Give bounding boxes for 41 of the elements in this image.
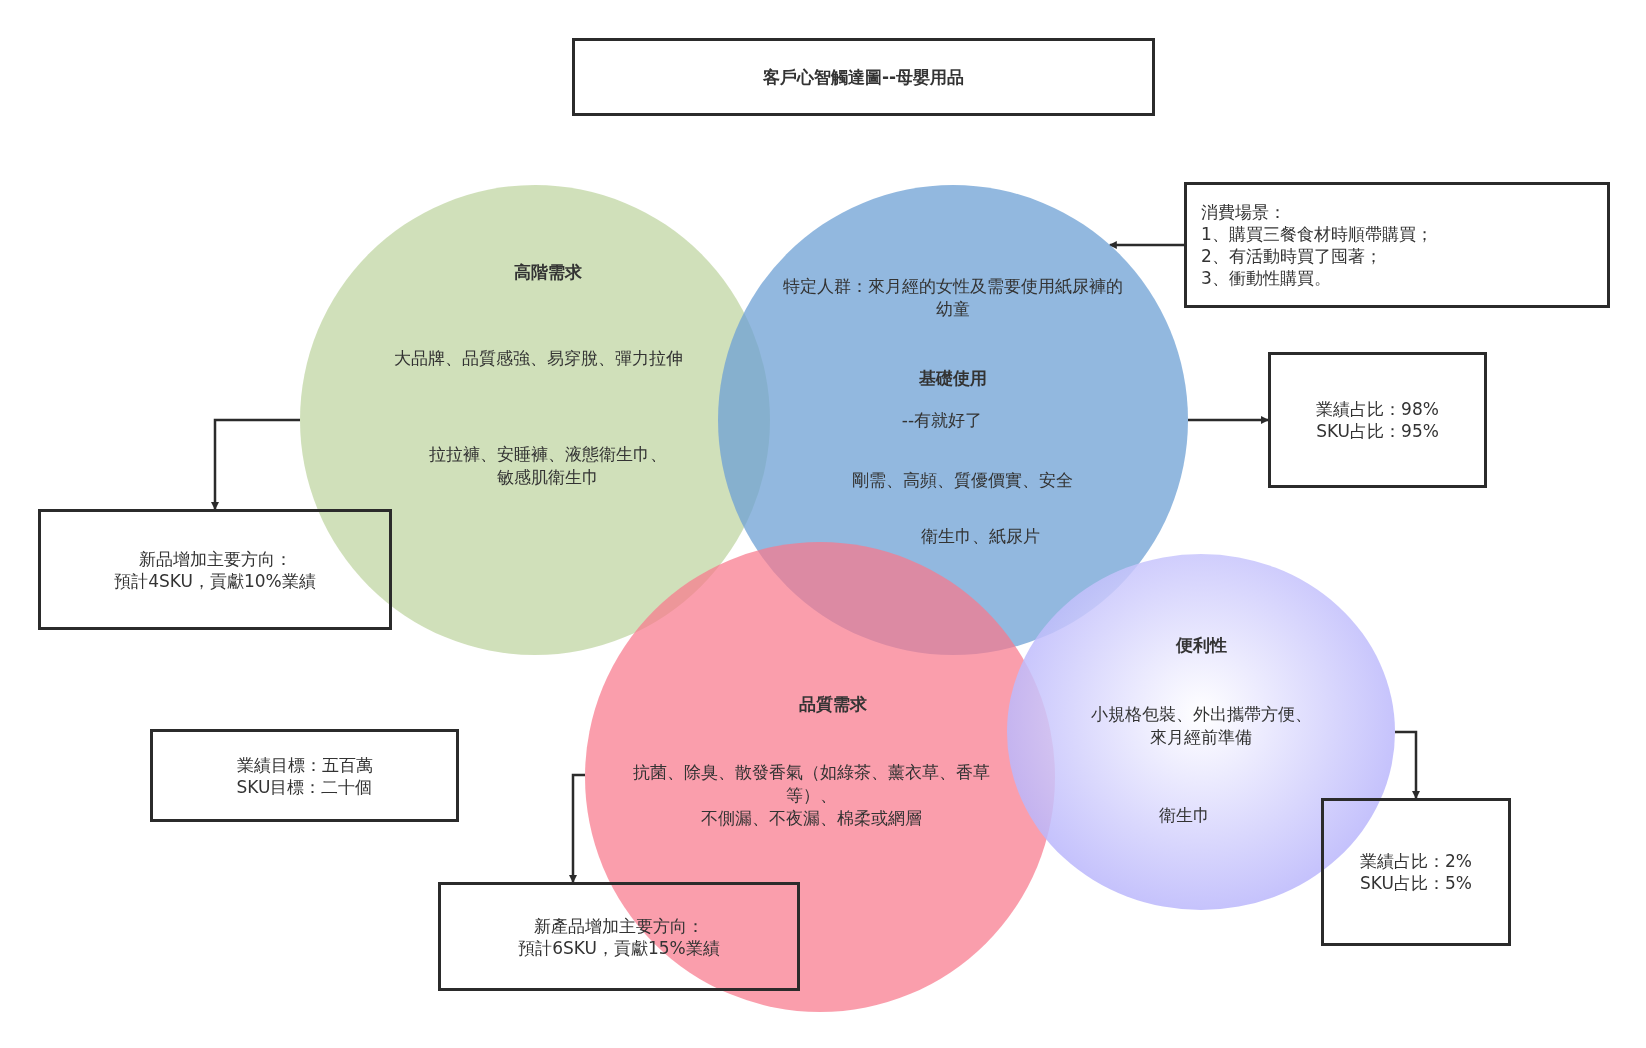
box-text: 預計4SKU，貢獻10%業績 [114,569,316,592]
circle-text: 特定人群：來月經的女性及需要使用紙尿褲的幼童 [782,275,1124,321]
circle-text: 抗菌、除臭、散發香氣（如綠茶、薰衣草、香草等）、 [631,761,991,807]
box-text: 業績目標：五百萬 [236,753,373,776]
arrow [1108,241,1184,249]
circle-text: 小規格包裝、外出攜帶方便、來月經前準備 [1089,703,1313,749]
circle-heading: 便利性 [1174,634,1228,657]
box-text: 預計6SKU，貢獻15%業績 [518,936,720,959]
box-text: 1、購買三餐食材時順帶購買； [1201,223,1433,245]
note-box [1184,182,1610,308]
circle-text: 剛需、高頻、質優價實、安全 [850,469,1074,492]
box-text: SKU目標：二十個 [236,775,373,798]
circle-text: 衛生巾 [1157,804,1211,827]
note-box [150,729,459,822]
note-box [1268,352,1487,488]
arrow [1395,730,1420,799]
note-box [438,882,800,991]
box-text: 業績占比：98% [1316,398,1439,420]
box-text: 新產品增加主要方向： [534,914,704,937]
circle-text: 拉拉褲、安睡褲、液態衛生巾、敏感肌衛生巾 [428,443,668,489]
box-text: 新品增加主要方向： [138,547,292,570]
note-box [38,509,392,630]
box-text: 3、衝動性購買。 [1201,267,1331,289]
arrow [211,418,300,510]
circle-heading: 高階需求 [513,261,583,284]
box-text: 消費場景： [1201,201,1286,223]
note-box [1321,798,1511,946]
box-text: SKU占比：5% [1360,872,1472,894]
title-text: 客戶心智觸達圖--母嬰用品 [762,66,965,88]
circle-text: --有就好了 [900,409,984,432]
circle-text: 不側漏、不夜漏、棉柔或網層 [699,807,923,830]
box-text: 2、有活動時買了囤著； [1201,245,1382,267]
circle-heading: 基礎使用 [918,367,988,390]
box-text: SKU占比：95% [1316,420,1439,442]
box-text: 業績占比：2% [1360,850,1472,872]
arrow [1188,416,1269,424]
circle-text: 衛生巾、紙尿片 [919,525,1041,548]
arrow [569,773,585,883]
circle-heading: 品質需求 [798,693,868,716]
title-box [572,38,1155,116]
circle-text: 大品牌、品質感強、易穿脫、彈力拉伸 [392,347,684,370]
